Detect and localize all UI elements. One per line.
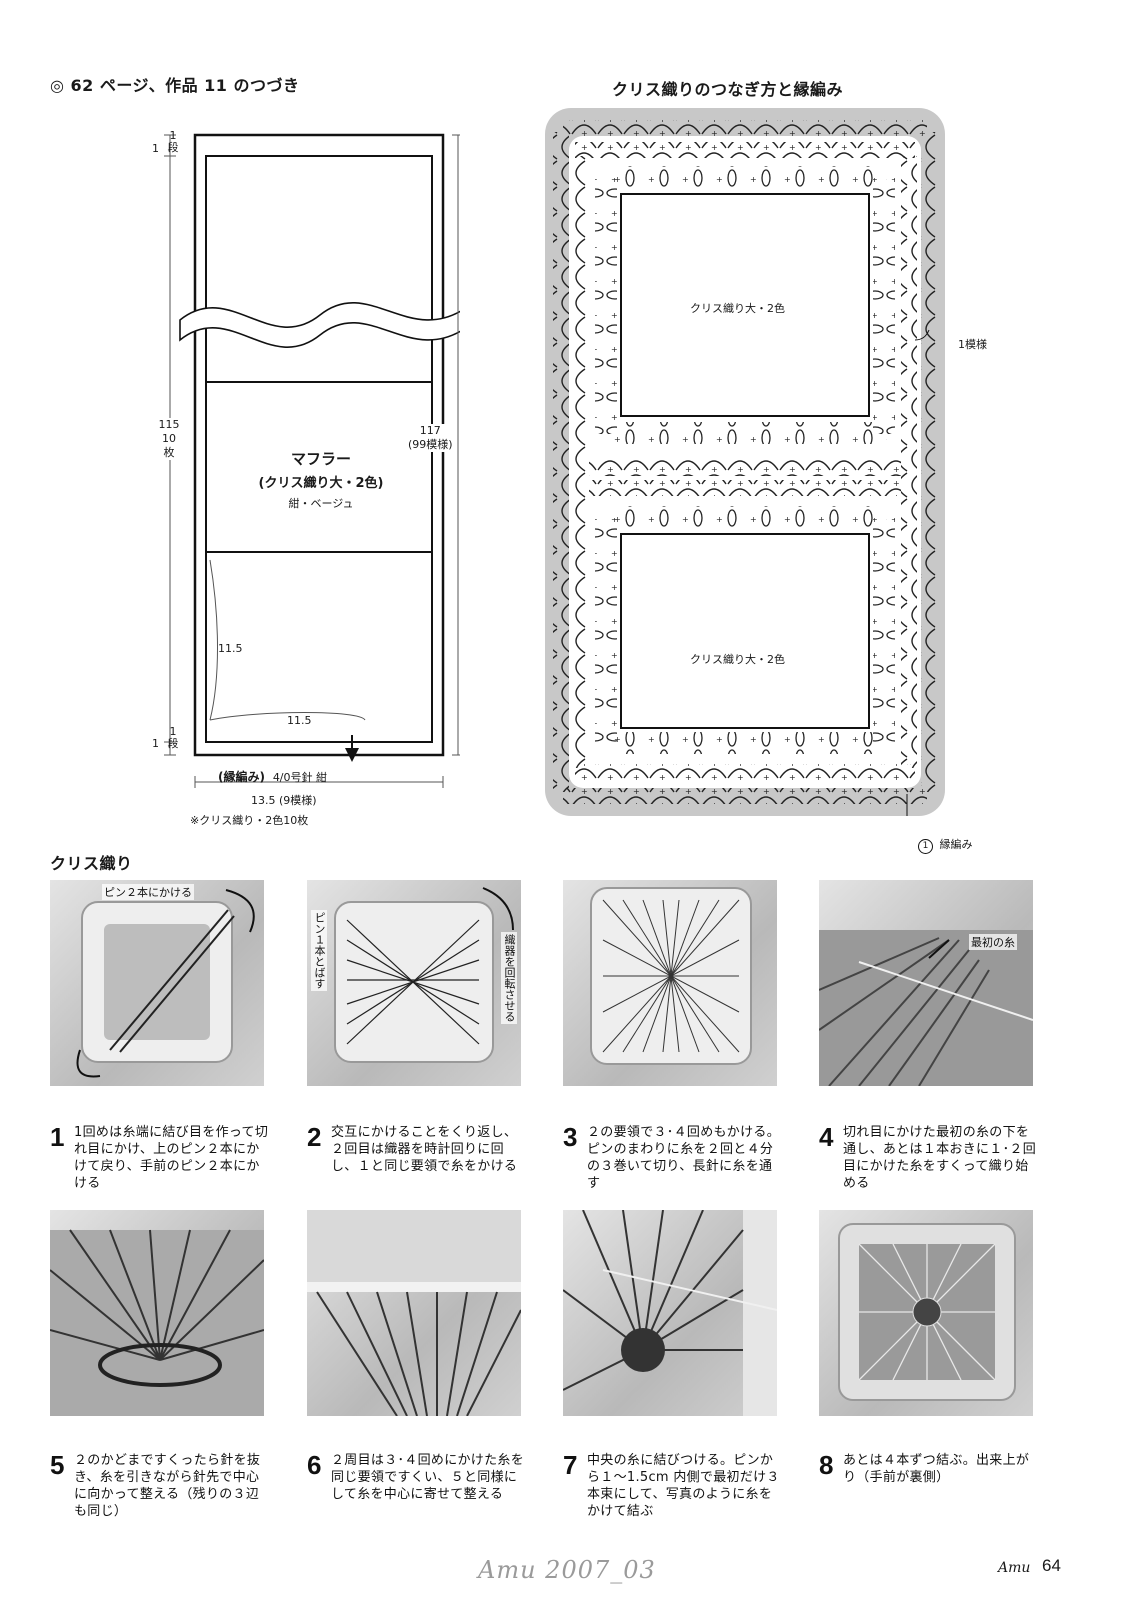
step-4-number: 4 bbox=[819, 1122, 834, 1152]
scarf-subtitle: (クリス織り大・2色) bbox=[258, 476, 384, 491]
step-8-number: 8 bbox=[819, 1450, 834, 1480]
top-rows-label: 1 段 bbox=[166, 130, 180, 154]
top-rows-unit: 段 bbox=[167, 141, 179, 154]
scarf-colors: 紺・ベージュ bbox=[288, 497, 354, 510]
step-6-photo bbox=[307, 1210, 521, 1416]
continuation-heading: ◎ 62 ページ、作品 11 のつづき bbox=[50, 76, 300, 95]
scarf-title: マフラー bbox=[290, 450, 351, 468]
bottom-rows-unit: 段 bbox=[167, 737, 179, 750]
edging-label-text: 縁編み bbox=[939, 838, 973, 851]
step-6-text: ２周目は３･４回めにかけた糸を同じ要領ですくい、５と同様にして糸を中心に寄せて整… bbox=[331, 1453, 525, 1502]
step-7-photo bbox=[563, 1210, 777, 1416]
step-5-photo bbox=[50, 1210, 264, 1416]
step-2-callout-right: 織器を回転させる bbox=[501, 932, 517, 1024]
edging-label: (縁編み) bbox=[218, 770, 265, 784]
step-6-number: 6 bbox=[307, 1450, 322, 1480]
step-2-photo: ピン１本とばす 織器を回転させる bbox=[307, 880, 521, 1086]
step-8-photo bbox=[819, 1210, 1033, 1416]
step-4-callout: 最初の糸 bbox=[969, 934, 1017, 950]
step-2-number: 2 bbox=[307, 1122, 322, 1152]
scarf-note: ※クリス織り・2色10枚 bbox=[190, 814, 309, 827]
step-5-number: 5 bbox=[50, 1450, 65, 1480]
step-4-photo: 最初の糸 bbox=[819, 880, 1033, 1086]
edging-round-number: 1 bbox=[918, 839, 933, 854]
footer-magazine: Amu bbox=[998, 1560, 1031, 1576]
step-3-text: ２の要領で３･４回めもかける。ピンのまわりに糸を２回と４分の３巻いて切り、長針に… bbox=[587, 1125, 781, 1191]
scarf-diagram bbox=[164, 133, 460, 788]
square-width-label: 11.5 bbox=[284, 714, 315, 727]
right-height-value: 117 bbox=[419, 424, 441, 437]
total-height-unit: 枚 bbox=[163, 446, 175, 459]
step-3-photo bbox=[563, 880, 777, 1086]
scarf-width-label: 13.5 (9模様) bbox=[248, 792, 320, 808]
section-title: クリス織り bbox=[50, 854, 133, 873]
step-4-text: 切れ目にかけた最初の糸の下を通し、あとは１本おきに１･２回目にかけた糸をすくって… bbox=[843, 1125, 1037, 1191]
step-1-number: 1 bbox=[50, 1122, 65, 1152]
edging-start-label: 1 縁編み bbox=[918, 836, 973, 854]
top-rows-count: 1 bbox=[152, 142, 159, 155]
joining-diagram: + + + bbox=[545, 108, 945, 816]
top-square-label: クリス織り大・2色 bbox=[690, 302, 785, 315]
bottom-rows-count: 1 bbox=[152, 737, 159, 750]
step-1-photo: ピン２本にかける bbox=[50, 880, 264, 1086]
step-3-number: 3 bbox=[563, 1122, 578, 1152]
step-1-text: 1回めは糸端に結び目を作って切れ目にかけ、上のピン２本にかけて戻り、手前のピン２… bbox=[74, 1125, 269, 1191]
step-5-text: ２のかどまですくったら針を抜き、糸を引きながら針先で中心に向かって整える（残りの… bbox=[74, 1453, 261, 1519]
watermark: Amu 2007_03 bbox=[478, 1556, 656, 1584]
square-height-label: 11.5 bbox=[218, 642, 243, 655]
pattern-repeat-label: 1模様 bbox=[958, 338, 987, 351]
step-7-text: 中央の糸に結びつける。ピンから１～1.5cm 内側で最初だけ３本束にして、写真の… bbox=[587, 1453, 780, 1519]
step-1-callout: ピン２本にかける bbox=[102, 884, 194, 900]
step-2-text: 交互にかけることをくり返し、２回目は織器を時計回りに回し、１と同じ要領で糸をかけ… bbox=[331, 1125, 518, 1174]
edging-needle: 4/0号針 紺 bbox=[272, 771, 328, 784]
step-8-text: あとは４本ずつ結ぶ。出来上がり（手前が裏側） bbox=[843, 1453, 1030, 1485]
scarf-label-block: マフラー (クリス織り大・2色) 紺・ベージュ bbox=[210, 448, 432, 511]
joining-heading: クリス織りのつなぎ方と縁編み bbox=[612, 80, 844, 99]
bottom-rows-label: 1 段 bbox=[166, 726, 180, 750]
bottom-square-label: クリス織り大・2色 bbox=[690, 653, 785, 666]
step-7-number: 7 bbox=[563, 1450, 578, 1480]
total-height-dimension: 115 10 枚 bbox=[156, 418, 182, 460]
right-height-dimension: 117 (99模様) bbox=[408, 424, 453, 452]
total-height-value: 115 bbox=[158, 418, 180, 431]
right-height-pattern: (99模様) bbox=[408, 438, 453, 451]
step-2-callout-left: ピン１本とばす bbox=[311, 910, 327, 991]
bottom-rows-value: 1 bbox=[169, 725, 177, 738]
page-number: 64 bbox=[1042, 1556, 1061, 1575]
top-rows-value: 1 bbox=[169, 129, 177, 142]
total-height-pieces: 10 bbox=[162, 432, 176, 445]
edging-note: (縁編み) 4/0号針 紺 bbox=[218, 768, 327, 785]
